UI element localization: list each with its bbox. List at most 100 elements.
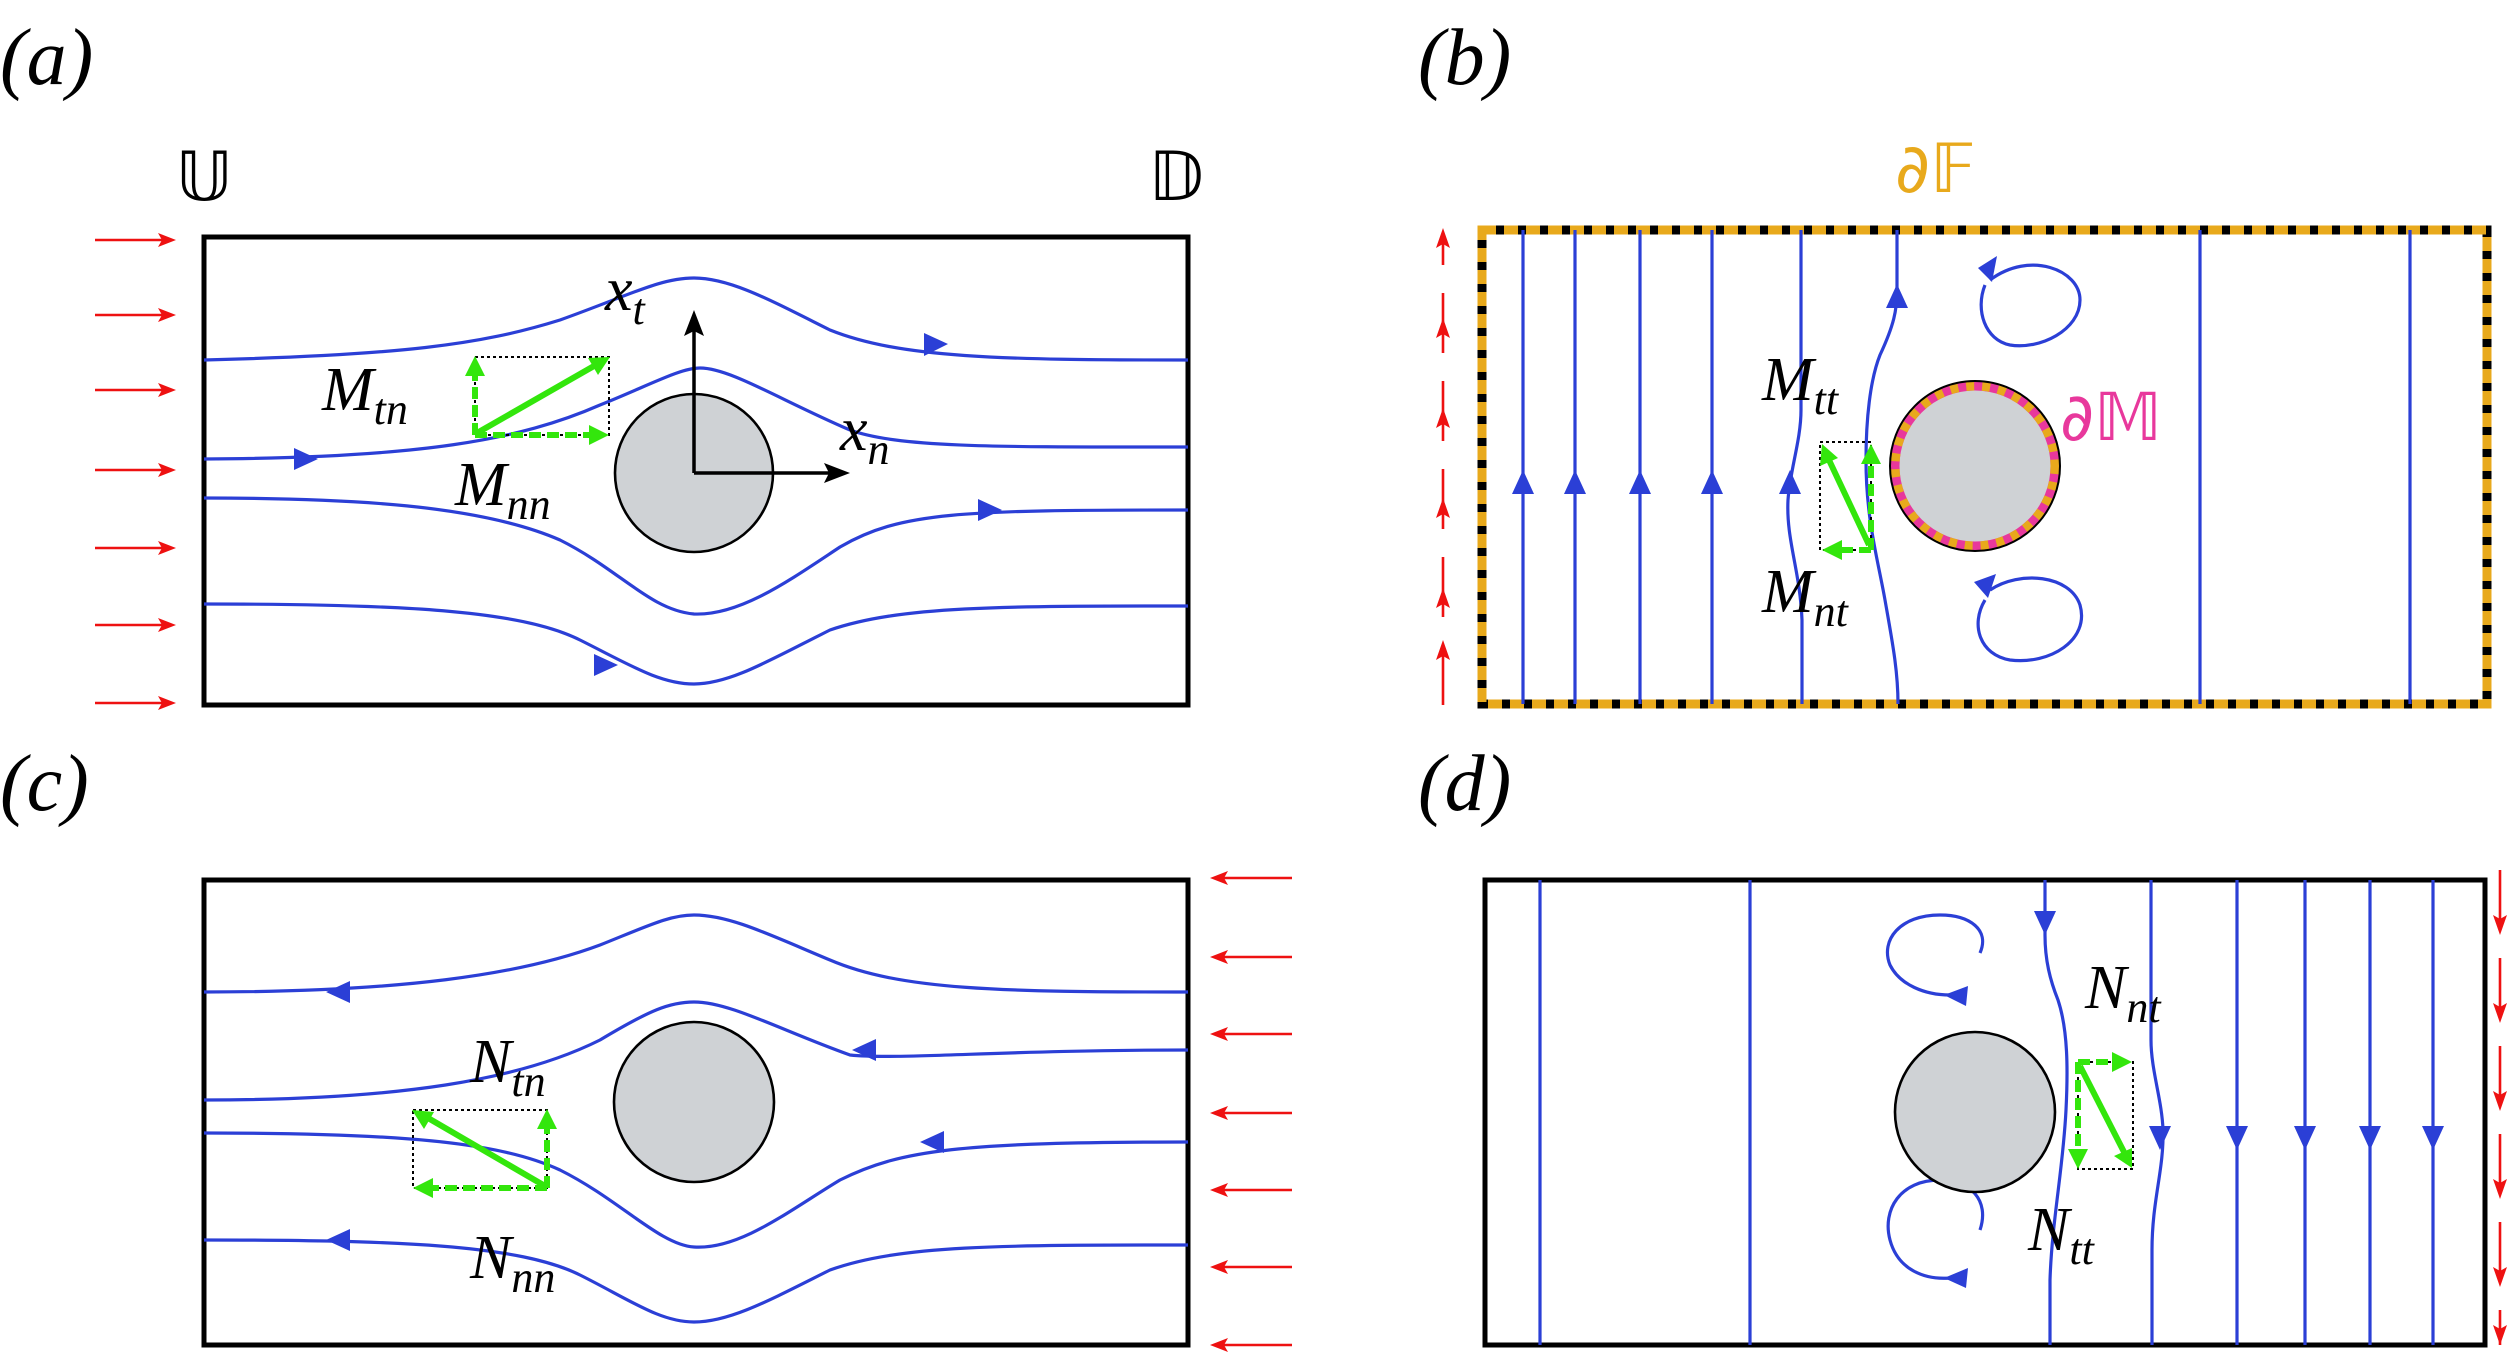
inflow-arrow (1436, 588, 1450, 608)
label-m-tt: Mtt (1761, 346, 1840, 424)
inflow-arrow (2493, 1179, 2507, 1199)
panel-d-tag: (d) (1418, 740, 1511, 828)
inflow-arrow (1436, 408, 1450, 428)
vectors-m-a: Mtn Mnn (321, 356, 610, 529)
streamline (203, 496, 1189, 616)
inflow-arrow (95, 383, 176, 397)
streamline (203, 276, 1189, 362)
streamline-arrow (326, 981, 350, 1003)
streamline (203, 913, 1189, 994)
streamline-arrow (1944, 1268, 1968, 1288)
streamline (2043, 880, 2069, 1345)
streamline-arrow (2359, 1126, 2381, 1150)
domain-box-c (201, 877, 1191, 1348)
m-resultant (475, 363, 596, 436)
m-resultant-head (588, 357, 610, 375)
streamline-arrow (920, 1131, 944, 1153)
inflow-arrow (2493, 1091, 2507, 1111)
recirculation-loop (1886, 1178, 1985, 1280)
body-boundary-outline (1889, 380, 2061, 552)
m-tt-head (1861, 444, 1881, 464)
inflow-arrow (1210, 871, 1292, 885)
panel-b: (b) ∂𝔽 (1418, 14, 2492, 709)
streamline (203, 366, 1189, 461)
inflow-arrow (1210, 1338, 1292, 1352)
body-boundary-label: ∂𝕄 (2060, 379, 2162, 456)
streamline-arrow (294, 448, 318, 470)
streamline-arrow (1974, 574, 1996, 598)
streamline-arrow (978, 499, 1002, 521)
outer-boundary-dash (1477, 225, 2492, 709)
n-resultant (2077, 1064, 2127, 1154)
inflow-arrow (2493, 1325, 2507, 1345)
label-n-nn: Nnn (469, 1224, 555, 1302)
inflow-arrows-c (1210, 871, 1292, 1352)
n-resultant (426, 1115, 547, 1189)
panel-a: (a) 𝕌 𝔻 (0, 14, 1204, 710)
inflow-arrow (2493, 915, 2507, 935)
streamlines-a (203, 276, 1189, 686)
recirculation-loop (1885, 913, 1985, 997)
streamline-arrow (1564, 470, 1586, 494)
upstream-label: 𝕌 (176, 138, 232, 217)
recirculation-loop (1976, 576, 2084, 663)
inflow-arrow (1436, 498, 1450, 518)
inflow-arrow (95, 308, 176, 322)
streamline-arrow (924, 333, 948, 356)
streamline-arrow (326, 1229, 350, 1251)
m-resultant (1826, 458, 1872, 547)
n-tt-head (2068, 1149, 2088, 1169)
vectors-m-b: Mtt Mnt (1761, 346, 1881, 636)
domain-box-d (1482, 877, 2488, 1348)
n-resultant-head (412, 1110, 434, 1129)
streamline-arrow (594, 654, 618, 676)
vector-box (412, 1109, 548, 1189)
streamline-arrow (1512, 470, 1534, 494)
streamline (203, 602, 1189, 686)
inflow-arrow (1210, 1106, 1292, 1120)
n-nn-head (413, 1178, 433, 1198)
streamline-arrow (2422, 1126, 2444, 1150)
inflow-arrow (1436, 228, 1450, 248)
inflow-arrow (95, 618, 176, 632)
label-n-tn: Ntn (469, 1028, 546, 1106)
vector-box (2077, 1061, 2134, 1170)
panel-c-tag: (c) (0, 740, 89, 828)
streamline-arrow (2226, 1126, 2248, 1150)
m-nt-head (1822, 540, 1842, 560)
streamline-arrow (1944, 986, 1968, 1006)
streamline-arrow (1701, 470, 1723, 494)
inflow-arrow (1210, 1260, 1292, 1274)
inflow-arrow (1436, 318, 1450, 338)
streamline-arrow (852, 1039, 876, 1061)
panel-d: (d) (1418, 740, 2507, 1348)
m-resultant-head (1820, 444, 1838, 466)
panel-a-tag: (a) (0, 14, 93, 102)
vectors-n-c: Ntn Nnn (412, 1028, 557, 1302)
axis-n-arrowhead (824, 463, 850, 483)
streamline-arrow (1886, 284, 1908, 308)
outer-boundary-label: ∂𝔽 (1895, 130, 1976, 209)
vectors-n-d: Nnt Ntt (2027, 954, 2162, 1274)
inflow-arrow (1210, 950, 1292, 964)
n-resultant-head (2114, 1148, 2132, 1168)
streamline (2149, 880, 2165, 1345)
inflow-arrow (95, 541, 176, 555)
streamline (203, 1238, 1189, 1324)
streamline-arrow (2034, 911, 2056, 935)
axes-a: xt xn (604, 256, 890, 483)
axis-t-label: xt (604, 256, 647, 334)
axis-t-arrowhead (684, 310, 704, 336)
body-boundary-dash-orange (1890, 381, 2060, 551)
streamline-arrow (1779, 470, 1801, 494)
streamline-arrow (2294, 1126, 2316, 1150)
streamline (1786, 230, 1804, 704)
streamline (203, 1131, 1189, 1249)
inflow-arrow (1210, 1183, 1292, 1197)
downstream-label: 𝔻 (1148, 138, 1204, 217)
inflow-arrow (95, 696, 176, 710)
streamline-arrow (1978, 256, 1997, 282)
label-n-tt: Ntt (2027, 1196, 2096, 1274)
label-m-nn: Mnn (454, 451, 551, 529)
